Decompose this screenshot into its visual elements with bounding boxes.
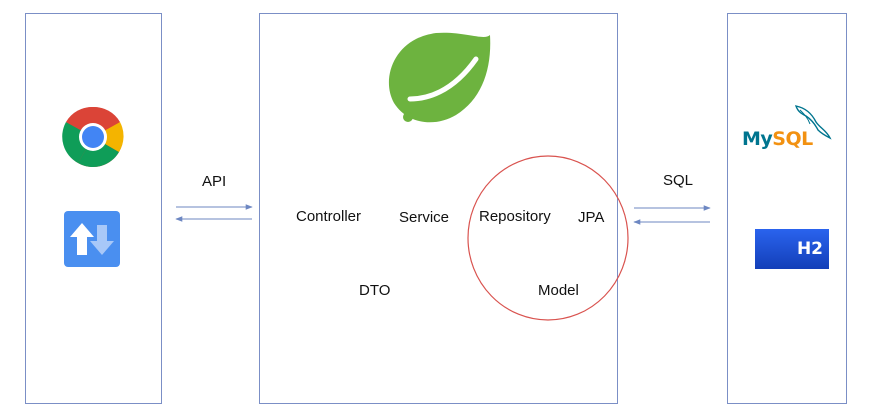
h2-logo-text: H2 xyxy=(796,239,823,259)
dto-label: DTO xyxy=(359,282,391,299)
transfer-icon xyxy=(64,211,120,267)
jpa-label: JPA xyxy=(578,209,605,226)
sql-label: SQL xyxy=(663,172,694,189)
database-box xyxy=(727,13,847,404)
mysql-logo-my: My xyxy=(742,128,773,150)
h2-icon xyxy=(755,229,829,269)
chrome-icon xyxy=(62,106,124,168)
controller-label: Controller xyxy=(296,208,362,225)
api-label: API xyxy=(202,173,227,190)
mysql-logo-sql: SQL xyxy=(772,128,813,150)
mysql-dolphin-icon xyxy=(740,104,836,154)
service-label: Service xyxy=(399,209,450,226)
client-box xyxy=(25,13,162,404)
mysql-logo-text: MySQL xyxy=(742,130,813,149)
spring-leaf-icon xyxy=(386,29,496,129)
repository-label: Repository xyxy=(479,208,551,225)
model-label: Model xyxy=(538,282,579,299)
